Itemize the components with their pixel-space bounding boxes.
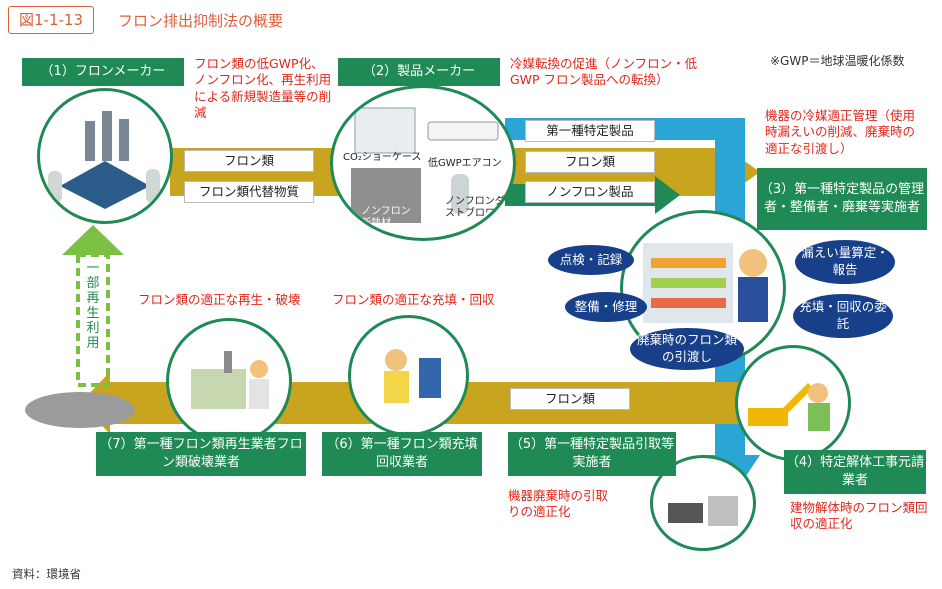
rubble-pile xyxy=(25,392,135,428)
flow-label-fluorocarbons-1: フロン類 xyxy=(184,150,314,172)
products-icon xyxy=(351,107,499,223)
actor-2-box: （2）製品メーカー xyxy=(338,58,500,86)
note-7: フロン類の適正な再生・破壊 xyxy=(138,292,301,307)
flow-label-specified-products: 第一種特定製品 xyxy=(525,120,655,142)
factory-icon xyxy=(48,111,160,209)
products-circle: CO₂ショーケース 低GWPエアコン ノンフロン断熱材 ノンフロンダストブロワー xyxy=(330,85,516,241)
duty-repair: 整備・修理 xyxy=(565,292,647,322)
figure-number: 図1-1-13 xyxy=(8,6,94,34)
duty-leak-report: 漏えい量算定・報告 xyxy=(795,240,895,284)
recovery-worker-icon xyxy=(384,349,441,403)
scrap-truck-icon xyxy=(668,496,738,526)
note-2: 冷媒転換の促進（ノンフロン・低GWP フロン製品への転換） xyxy=(510,56,698,88)
actor-1-box: （1）フロンメーカー xyxy=(22,58,184,86)
flow-label-non-fluorocarbon-products: ノンフロン製品 xyxy=(525,181,655,203)
insulation-label: ノンフロン断熱材 xyxy=(361,206,411,229)
factory-circle xyxy=(37,88,173,224)
duty-entrust: 充填・回収の委託 xyxy=(793,294,893,338)
actor-5-box: （5）第一種特定製品引取等実施者 xyxy=(508,432,676,476)
gwp-note: ※GWP＝地球温暖化係数 xyxy=(770,54,905,68)
recycle-arrowhead xyxy=(62,225,124,255)
showcase-shop-icon xyxy=(643,243,768,323)
note-1: フロン類の低GWP化、ノンフロン化、再生利用による新規製造量等の削減 xyxy=(194,56,332,120)
figure-title: フロン排出抑制法の概要 xyxy=(118,12,284,30)
flow-label-fluorocarbons-2: フロン類 xyxy=(525,151,655,173)
source-note: 資料：環境省 xyxy=(12,567,81,581)
note-4: 建物解体時のフロン類回収の適正化 xyxy=(790,500,928,532)
aircon-label: 低GWPエアコン xyxy=(428,158,502,169)
actor-3-box: （3）第一種特定製品の管理者・整備者・廃棄等実施者 xyxy=(757,168,927,230)
note-6: フロン類の適正な充填・回収 xyxy=(332,292,495,307)
actor-7-box: （7）第一種フロン類再生業者フロン類破壊業者 xyxy=(96,432,306,476)
dismantling-circle xyxy=(735,345,851,461)
recovery-circle xyxy=(348,315,469,436)
regeneration-circle xyxy=(166,318,292,444)
flow-label-fluorocarbons-3: フロン類 xyxy=(510,388,630,410)
actor-4-box: （4）特定解体工事元請業者 xyxy=(784,450,926,494)
note-5: 機器廃棄時の引取りの適正化 xyxy=(508,488,609,520)
note-3: 機器の冷媒適正管理（使用時漏えいの削減、廃棄時の適正な引渡し） xyxy=(765,108,916,156)
actor-6-box: （6）第一種フロン類充填回収業者 xyxy=(322,432,482,476)
green-product-arrowhead xyxy=(655,176,680,214)
duster-label: ノンフロンダストブロワー xyxy=(445,196,505,219)
destruction-plant-icon xyxy=(191,351,269,409)
showcase-label: CO₂ショーケース xyxy=(343,152,422,163)
duty-handover: 廃棄時のフロン類の引渡し xyxy=(630,328,744,370)
flow-label-substitutes: フロン類代替物質 xyxy=(184,181,314,203)
recycle-label: 一部再生利用 xyxy=(86,261,100,351)
duty-inspection: 点検・記録 xyxy=(548,245,634,275)
excavator-icon xyxy=(748,383,830,431)
